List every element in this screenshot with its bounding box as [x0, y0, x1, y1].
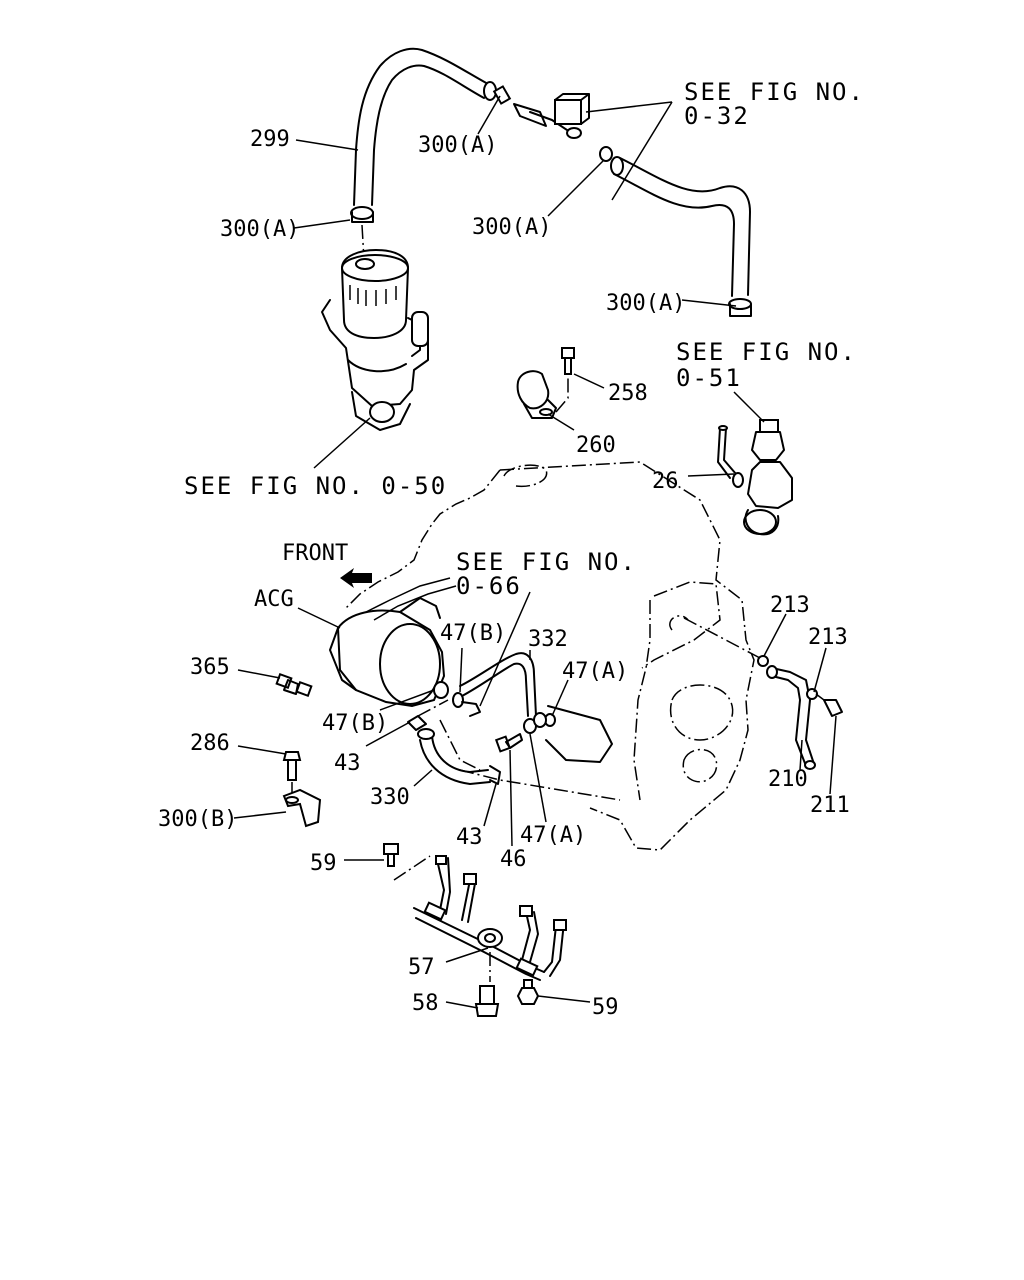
fig-ref-line1: SEE FIG NO.	[676, 338, 857, 366]
part-label-47a: 47(A)	[520, 823, 586, 848]
fig-ref-line2: 0-66	[456, 572, 522, 600]
part-label-26: 26	[652, 469, 679, 494]
part-label-330: 330	[370, 785, 410, 810]
hose-299	[350, 47, 497, 223]
part-label-300a: 300(A)	[418, 133, 497, 158]
leader-lines	[233, 95, 837, 1009]
part-label-46: 46	[500, 847, 527, 872]
part-label-260: 260	[576, 433, 616, 458]
part-label-299: 299	[250, 127, 290, 152]
hose-330	[407, 699, 501, 785]
hose-332	[433, 652, 613, 763]
front-label: FRONT	[282, 541, 348, 566]
part-label-332: 332	[528, 627, 568, 652]
bolt-46	[494, 733, 523, 753]
see-fig-0-66[interactable]: SEE FIG NO. 0-66	[456, 548, 637, 600]
part-label-47b: 47(B)	[440, 621, 506, 646]
fig-ref-line2: 0-51	[676, 364, 742, 392]
front-arrow	[340, 568, 372, 588]
part-label-58: 58	[412, 991, 439, 1016]
part-label-43: 43	[456, 825, 483, 850]
part-label-43: 43	[334, 751, 361, 776]
part-label-300a: 300(A)	[220, 217, 299, 242]
part-label-acg: ACG	[254, 587, 294, 612]
bolt-258	[561, 347, 575, 375]
part-label-210: 210	[768, 767, 808, 792]
part-label-59: 59	[310, 851, 337, 876]
part-label-213: 213	[770, 593, 810, 618]
harness-57	[393, 855, 567, 982]
egr-valve-assembly	[717, 419, 793, 536]
part-label-213: 213	[808, 625, 848, 650]
part-label-47b: 47(B)	[322, 711, 388, 736]
see-fig-0-50[interactable]: SEE FIG NO. 0-50	[184, 472, 447, 500]
part-label-59: 59	[592, 995, 619, 1020]
engine-block	[343, 461, 755, 851]
bolt-58	[474, 985, 500, 1017]
see-fig-0-32[interactable]: SEE FIG NO. 0-32	[684, 78, 865, 130]
see-fig-0-51[interactable]: SEE FIG NO. 0-51	[676, 338, 857, 392]
part-label-300a: 300(A)	[472, 215, 551, 240]
sensor-365	[275, 672, 313, 698]
alternator-acg	[329, 577, 457, 708]
fig-ref-line1: SEE FIG NO.	[684, 78, 865, 106]
fig-ref-line1: SEE FIG NO. 0-50	[184, 472, 447, 500]
part-labels: 299 300(A) 300(A) 300(A) 300(A) 258 260 …	[158, 127, 850, 1020]
part-label-47a: 47(A)	[562, 659, 628, 684]
bolt-286	[282, 751, 302, 796]
fig-ref-line2: 0-32	[684, 102, 750, 130]
part-label-258: 258	[608, 381, 648, 406]
fig-ref-line1: SEE FIG NO.	[456, 548, 637, 576]
part-label-57: 57	[408, 955, 435, 980]
part-label-365: 365	[190, 655, 230, 680]
part-label-300a: 300(A)	[606, 291, 685, 316]
nut-59-lower	[516, 979, 540, 1005]
part-label-300b: 300(B)	[158, 807, 237, 832]
bolt-59-upper	[383, 843, 399, 867]
air-pump-canister	[321, 248, 429, 431]
bracket-300b	[282, 788, 322, 828]
bracket-260	[516, 370, 569, 419]
part-label-286: 286	[190, 731, 230, 756]
hose-connector-group	[492, 85, 613, 162]
part-label-211: 211	[810, 793, 850, 818]
